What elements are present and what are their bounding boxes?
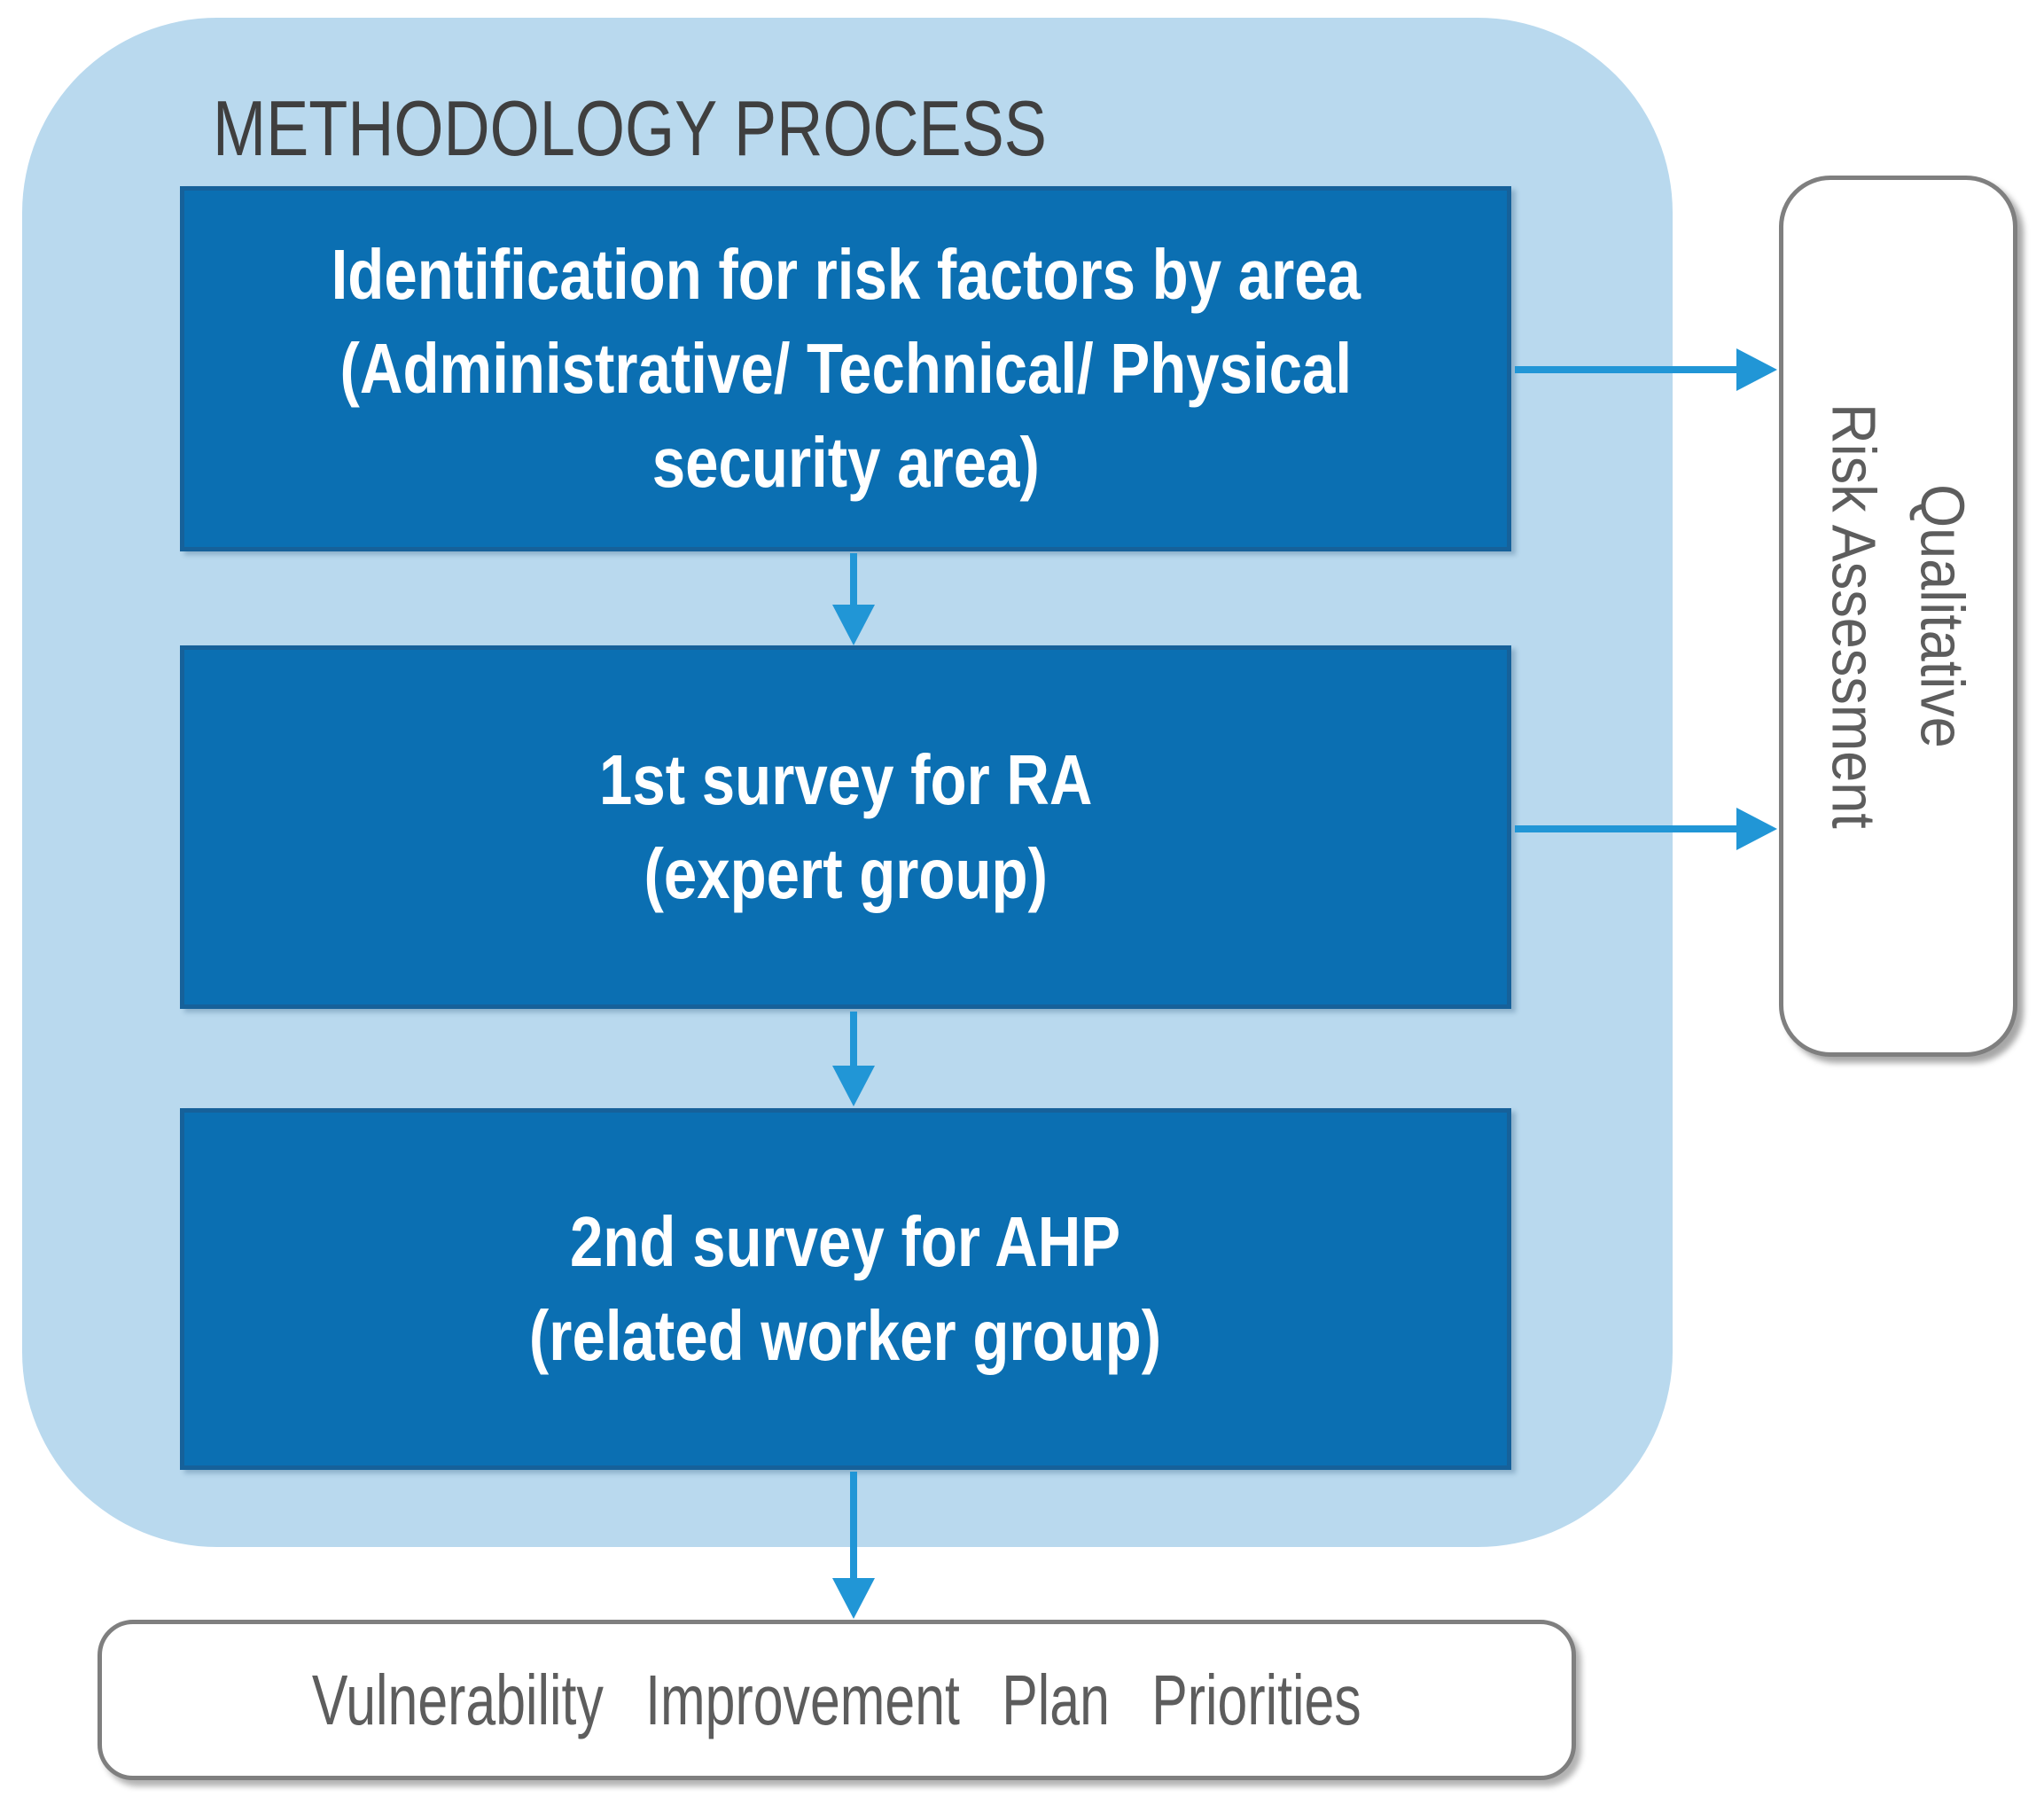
panel-title: METHODOLOGY PROCESS xyxy=(213,84,1047,172)
arrow-step2-to-assessment-line xyxy=(1515,825,1738,832)
arrow-step2-to-assessment-head xyxy=(1736,808,1777,850)
arrow-step2-to-step3-head xyxy=(832,1066,875,1106)
qualitative-risk-assessment-label: Qualitative Risk Assessment xyxy=(1810,403,1987,829)
step1-line2: (Administrative/ Technical/ Physical xyxy=(339,329,1352,408)
step2-line1: 1st survey for RA xyxy=(598,740,1093,819)
step2-line2: (expert group) xyxy=(644,834,1048,913)
arrow-step2-to-step3-line xyxy=(850,1012,857,1067)
vulnerability-plan-box: Vulnerability Improvement Plan Prioritie… xyxy=(98,1620,1576,1780)
step-box-second-survey-label: 2nd survey for AHP (related worker group… xyxy=(529,1195,1161,1383)
step-box-second-survey: 2nd survey for AHP (related worker group… xyxy=(180,1108,1511,1470)
step-box-risk-identification-label: Identification for risk factors by area … xyxy=(331,228,1360,510)
vulnerability-plan-label: Vulnerability Improvement Plan Prioritie… xyxy=(312,1660,1361,1739)
side-label-line2: Risk Assessment xyxy=(1819,403,1889,829)
step3-line2: (related worker group) xyxy=(529,1296,1162,1375)
arrow-step3-to-output-line xyxy=(850,1472,857,1580)
arrow-step1-to-assessment-line xyxy=(1515,366,1738,373)
arrow-step3-to-output-head xyxy=(832,1578,875,1619)
step-box-risk-identification: Identification for risk factors by area … xyxy=(180,186,1511,551)
step-box-first-survey-label: 1st survey for RA (expert group) xyxy=(599,733,1092,921)
arrow-step1-to-step2-head xyxy=(832,605,875,645)
arrow-step1-to-step2-line xyxy=(850,553,857,608)
step3-line1: 2nd survey for AHP xyxy=(570,1202,1121,1281)
arrow-step1-to-assessment-head xyxy=(1736,348,1777,391)
step1-line1: Identification for risk factors by area xyxy=(331,235,1361,314)
side-label-line1: Qualitative xyxy=(1907,484,1978,748)
step-box-first-survey: 1st survey for RA (expert group) xyxy=(180,645,1511,1009)
step1-line3: security area) xyxy=(651,423,1040,502)
qualitative-risk-assessment-box: Qualitative Risk Assessment xyxy=(1779,176,2017,1057)
